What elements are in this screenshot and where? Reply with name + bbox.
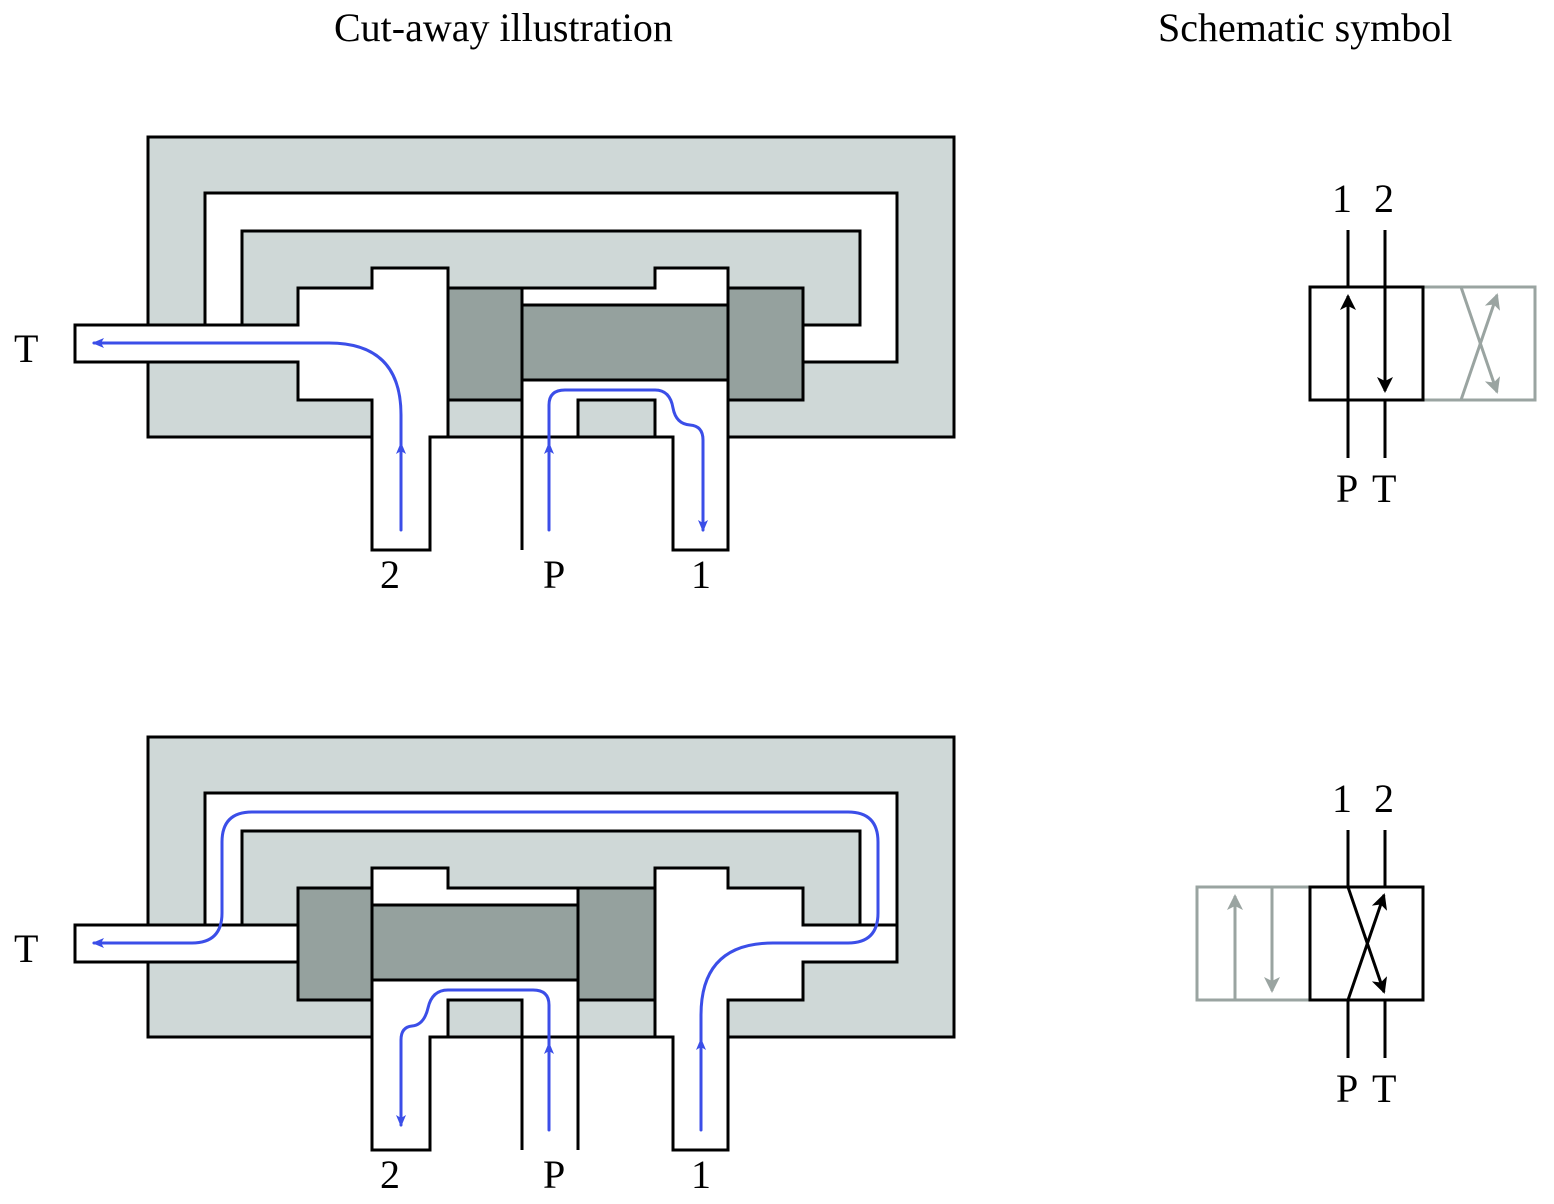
cutaway-position-b: T 2 P 1 xyxy=(14,735,956,1197)
cutaway-heading: Cut-away illustration xyxy=(334,5,673,50)
cutaway-position-a: T 2 P 1 xyxy=(14,135,956,597)
spool-shaft xyxy=(370,903,580,982)
symbol-label-2: 2 xyxy=(1374,176,1394,221)
symbol-grey-arrow-down xyxy=(1459,286,1501,394)
label-port-2: 2 xyxy=(380,1152,400,1197)
spool-land-right xyxy=(576,886,657,1002)
symbol-envelope-inactive xyxy=(1195,885,1312,1002)
middle-chamber xyxy=(370,978,580,1152)
label-port-2: 2 xyxy=(380,552,400,597)
spool-shaft xyxy=(520,303,730,382)
left-chamber xyxy=(73,266,450,552)
label-pressure: P xyxy=(543,1152,565,1197)
symbol-label-p: P xyxy=(1336,1066,1358,1111)
symbol-envelope-active xyxy=(1308,285,1425,402)
schematic-symbol-a: 1 2 P T xyxy=(1308,176,1537,511)
flow-arrow-to-tank xyxy=(92,338,403,446)
symbol-label-1: 1 xyxy=(1332,776,1352,821)
spool-land-left xyxy=(296,886,374,1002)
symbol-grey-arrow-up xyxy=(1459,293,1501,401)
symbol-envelope-active xyxy=(1308,885,1425,1002)
label-port-1: 1 xyxy=(691,552,711,597)
symbol-arrow-p-to-2 xyxy=(1346,893,1388,1001)
flow-arrow-to-port1 xyxy=(547,388,708,532)
symbol-label-p: P xyxy=(1336,466,1358,511)
symbol-label-t: T xyxy=(1372,1066,1396,1111)
label-tank: T xyxy=(14,326,38,371)
label-port-1: 1 xyxy=(691,1152,711,1197)
label-tank: T xyxy=(14,926,38,971)
right-chamber xyxy=(653,866,899,1152)
flow-arrow-to-port2 xyxy=(396,988,551,1127)
symbol-label-2: 2 xyxy=(1374,776,1394,821)
spool-land-left xyxy=(446,286,524,402)
symbol-arrow-1-to-t xyxy=(1346,886,1388,994)
spool-land-right xyxy=(726,286,805,402)
flow-arrow-to-tank xyxy=(92,810,880,1042)
label-pressure: P xyxy=(543,552,565,597)
schematic-heading: Schematic symbol xyxy=(1158,5,1453,50)
schematic-symbol-b: 1 2 P T xyxy=(1195,776,1425,1111)
symbol-label-t: T xyxy=(1372,466,1396,511)
symbol-label-1: 1 xyxy=(1332,176,1352,221)
